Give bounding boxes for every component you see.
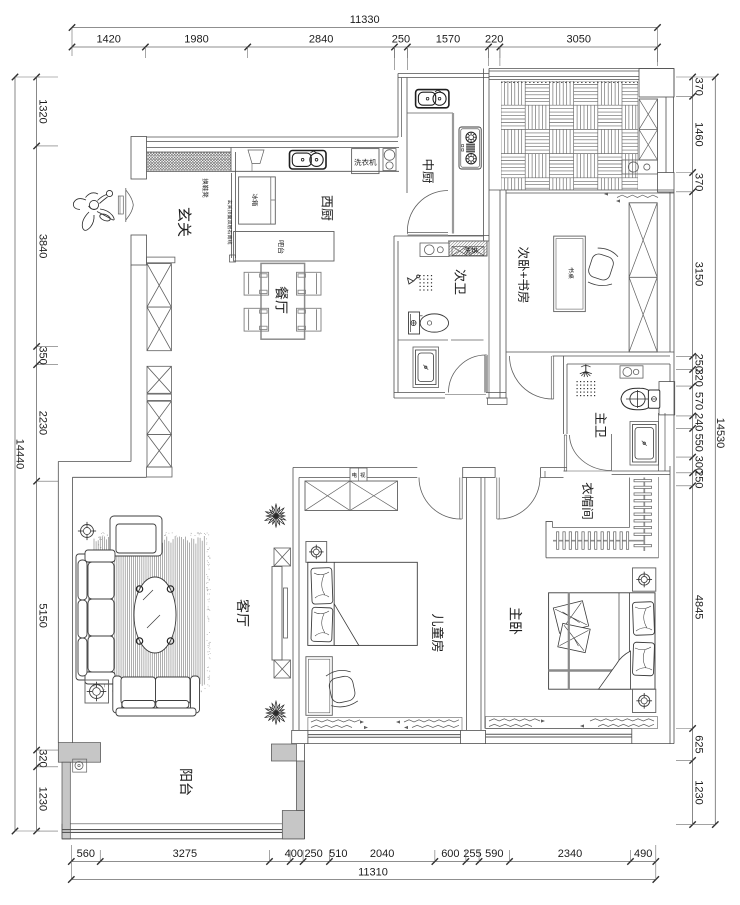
svg-text:370: 370 [693,77,705,95]
svg-text:2340: 2340 [558,848,582,860]
svg-text:320: 320 [693,369,705,387]
svg-text:1230: 1230 [37,787,49,811]
svg-text:590: 590 [485,848,503,860]
svg-text:350: 350 [37,346,49,364]
svg-text:240: 240 [693,413,705,431]
svg-text:11330: 11330 [350,14,380,26]
svg-text:3840: 3840 [37,234,49,258]
svg-text:255: 255 [463,848,481,860]
svg-text:570: 570 [693,392,705,410]
svg-text:370: 370 [693,173,705,191]
svg-text:14530: 14530 [714,418,726,449]
svg-text:510: 510 [329,848,347,860]
svg-text:250: 250 [392,34,410,46]
svg-text:2840: 2840 [309,34,333,46]
svg-text:2230: 2230 [37,411,49,435]
svg-text:3150: 3150 [693,262,705,286]
svg-text:1570: 1570 [436,34,460,46]
svg-text:1980: 1980 [184,34,208,46]
svg-text:550: 550 [693,434,705,452]
svg-text:220: 220 [485,34,503,46]
svg-text:1230: 1230 [693,780,705,804]
svg-text:1420: 1420 [96,34,120,46]
svg-text:1460: 1460 [693,122,705,146]
svg-text:490: 490 [634,848,652,860]
svg-text:3275: 3275 [173,848,197,860]
svg-text:600: 600 [441,848,459,860]
svg-text:320: 320 [37,749,49,767]
svg-text:5150: 5150 [37,603,49,627]
svg-text:250: 250 [693,470,705,488]
svg-text:4845: 4845 [693,595,705,619]
svg-text:625: 625 [693,735,705,753]
svg-text:400: 400 [285,848,303,860]
svg-text:250: 250 [693,354,705,372]
svg-text:3050: 3050 [566,34,590,46]
svg-text:11310: 11310 [358,867,388,879]
svg-text:300: 300 [693,456,705,474]
svg-text:560: 560 [77,848,95,860]
svg-text:2040: 2040 [370,848,394,860]
svg-text:250: 250 [304,848,322,860]
svg-text:14440: 14440 [14,439,26,470]
svg-text:1320: 1320 [37,99,49,123]
